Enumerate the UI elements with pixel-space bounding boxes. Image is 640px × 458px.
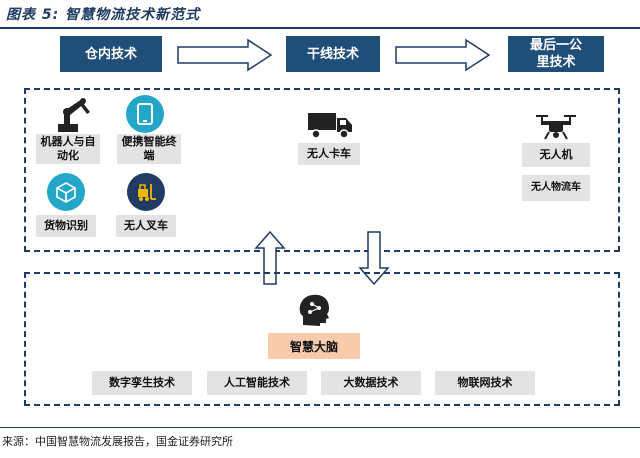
stage-last-mile: 最后一公里技术 xyxy=(508,36,604,72)
foundation-panel xyxy=(24,272,620,406)
warehouse-item-recognition: 货物识别 xyxy=(36,215,96,237)
warehouse-item-forklift: 无人叉车 xyxy=(116,215,176,237)
tech-iot: 物联网技术 xyxy=(435,371,535,395)
forklift-icon xyxy=(127,173,165,211)
tech-ai: 人工智能技术 xyxy=(207,371,307,395)
tech-digital-twin: 数字孪生技术 xyxy=(92,371,192,395)
warehouse-item-terminal: 便携智能终端 xyxy=(117,134,181,164)
trunk-item-truck: 无人卡车 xyxy=(298,143,360,165)
last-mile-item-drone: 无人机 xyxy=(522,143,590,167)
robot-arm-icon xyxy=(52,94,92,134)
top-rule xyxy=(0,27,640,29)
arrow-down xyxy=(358,231,390,286)
flow-arrow-right-2 xyxy=(395,38,491,72)
truck-icon xyxy=(306,108,354,140)
handheld-device-icon xyxy=(126,95,164,133)
stage-warehouse: 仓内技术 xyxy=(60,36,162,72)
warehouse-item-robotics: 机器人与自动化 xyxy=(36,134,100,164)
cube-scan-icon xyxy=(47,173,85,211)
arrow-up xyxy=(254,230,286,285)
applications-panel xyxy=(24,88,620,252)
figure-title: 图表 5: 智慧物流技术新范式 xyxy=(6,7,201,23)
stage-trunk: 干线技术 xyxy=(286,36,380,72)
bottom-rule xyxy=(0,427,640,428)
flow-arrow-right-1 xyxy=(177,38,273,72)
last-mile-item-vehicle: 无人物流车 xyxy=(522,175,590,201)
ai-head-icon xyxy=(296,292,332,328)
tech-big-data: 大数据技术 xyxy=(321,371,421,395)
source-note: 来源：中国智慧物流发展报告，国金证券研究所 xyxy=(2,435,233,448)
drone-icon xyxy=(534,112,578,140)
brain-chip: 智慧大脑 xyxy=(268,333,360,359)
